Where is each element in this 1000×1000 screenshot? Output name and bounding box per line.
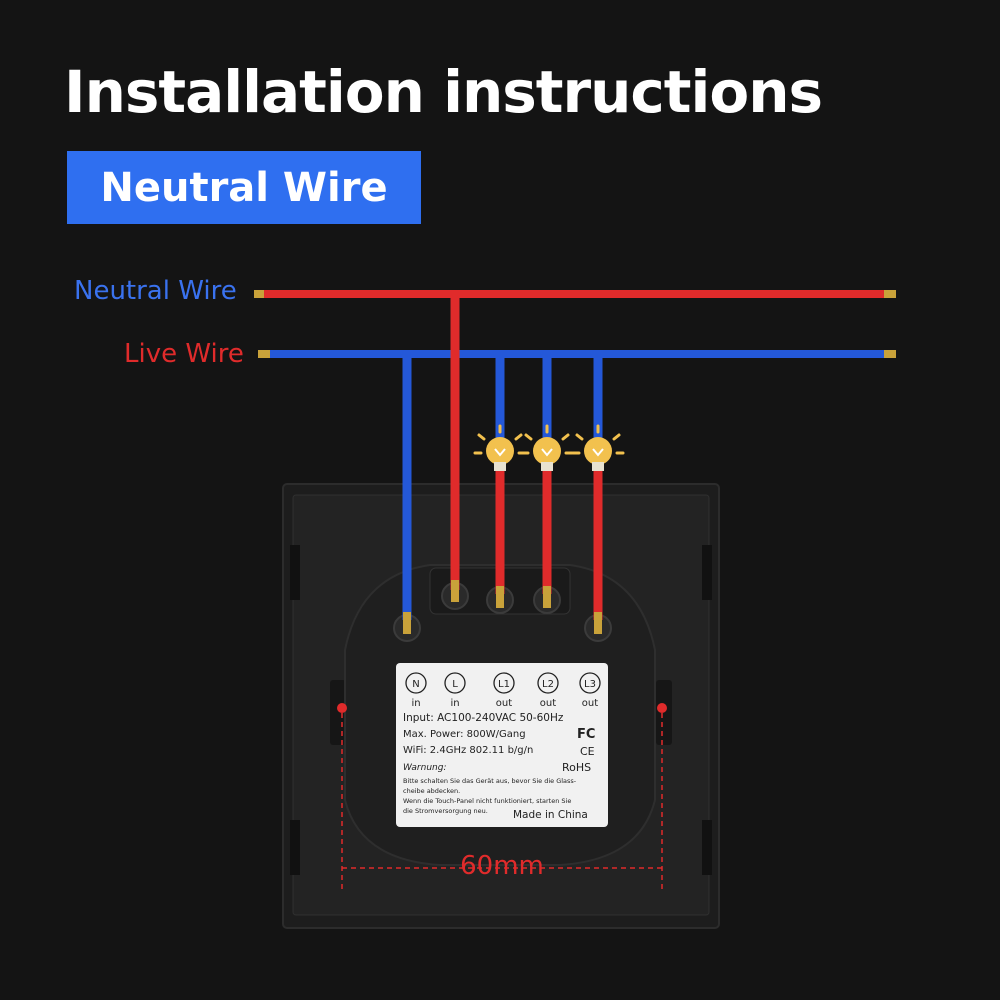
spec-label-plate: N L L1 L2 L3 in in out out out Input: AC…: [396, 663, 608, 827]
terminal-symbol: L3: [584, 679, 596, 690]
rohs-mark: RoHS: [562, 761, 591, 774]
warning-line: die Stromversorgung neu.: [403, 807, 488, 815]
made-in-label: Made in China: [513, 809, 588, 821]
terminal-direction: out: [582, 698, 598, 709]
neutral-wire-label: Neutral Wire: [74, 276, 237, 306]
warning-title: Warnung:: [403, 763, 446, 773]
dimension-label: 60mm: [460, 851, 544, 881]
power-spec: Max. Power: 800W/Gang: [403, 729, 526, 740]
terminal-symbol: L2: [542, 679, 554, 690]
page-title: Installation instructions: [64, 58, 823, 126]
wiring-type-badge: Neutral Wire: [67, 151, 421, 224]
terminal-screws: [393, 582, 612, 642]
output-wire-l1: [495, 354, 505, 608]
terminal-direction: in: [411, 698, 420, 709]
live-wire: [258, 350, 896, 358]
output-wire-l2: [542, 354, 552, 608]
terminal-symbol: L1: [498, 679, 510, 690]
live-in-drop-wire: [402, 354, 412, 634]
warning-line: Wenn die Touch-Panel nicht funktioniert,…: [403, 797, 571, 805]
terminal-symbol: L: [452, 679, 458, 690]
fc-mark: FC: [577, 727, 595, 742]
warning-line: cheibe abdecken.: [403, 787, 460, 795]
output-wire-l3: [593, 354, 603, 634]
warning-line: Bitte schalten Sie das Gerät aus, bevor …: [403, 777, 577, 785]
neutral-wire: [254, 290, 896, 298]
terminal-direction: out: [496, 698, 512, 709]
terminal-symbol: N: [412, 679, 419, 690]
neutral-drop-wire: [450, 294, 460, 602]
dimension-indicator: 60mm: [337, 703, 667, 890]
wifi-spec: WiFi: 2.4GHz 802.11 b/g/n: [403, 745, 533, 756]
light-bulb-icon: [473, 424, 527, 471]
terminal-direction: out: [540, 698, 556, 709]
ce-mark: CE: [580, 745, 595, 758]
terminal-direction: in: [450, 698, 459, 709]
light-bulb-icon: [520, 424, 574, 471]
live-wire-label: Live Wire: [124, 339, 244, 369]
light-bulb-icon: [571, 424, 625, 471]
input-spec: Input: AC100-240VAC 50-60Hz: [403, 712, 564, 724]
